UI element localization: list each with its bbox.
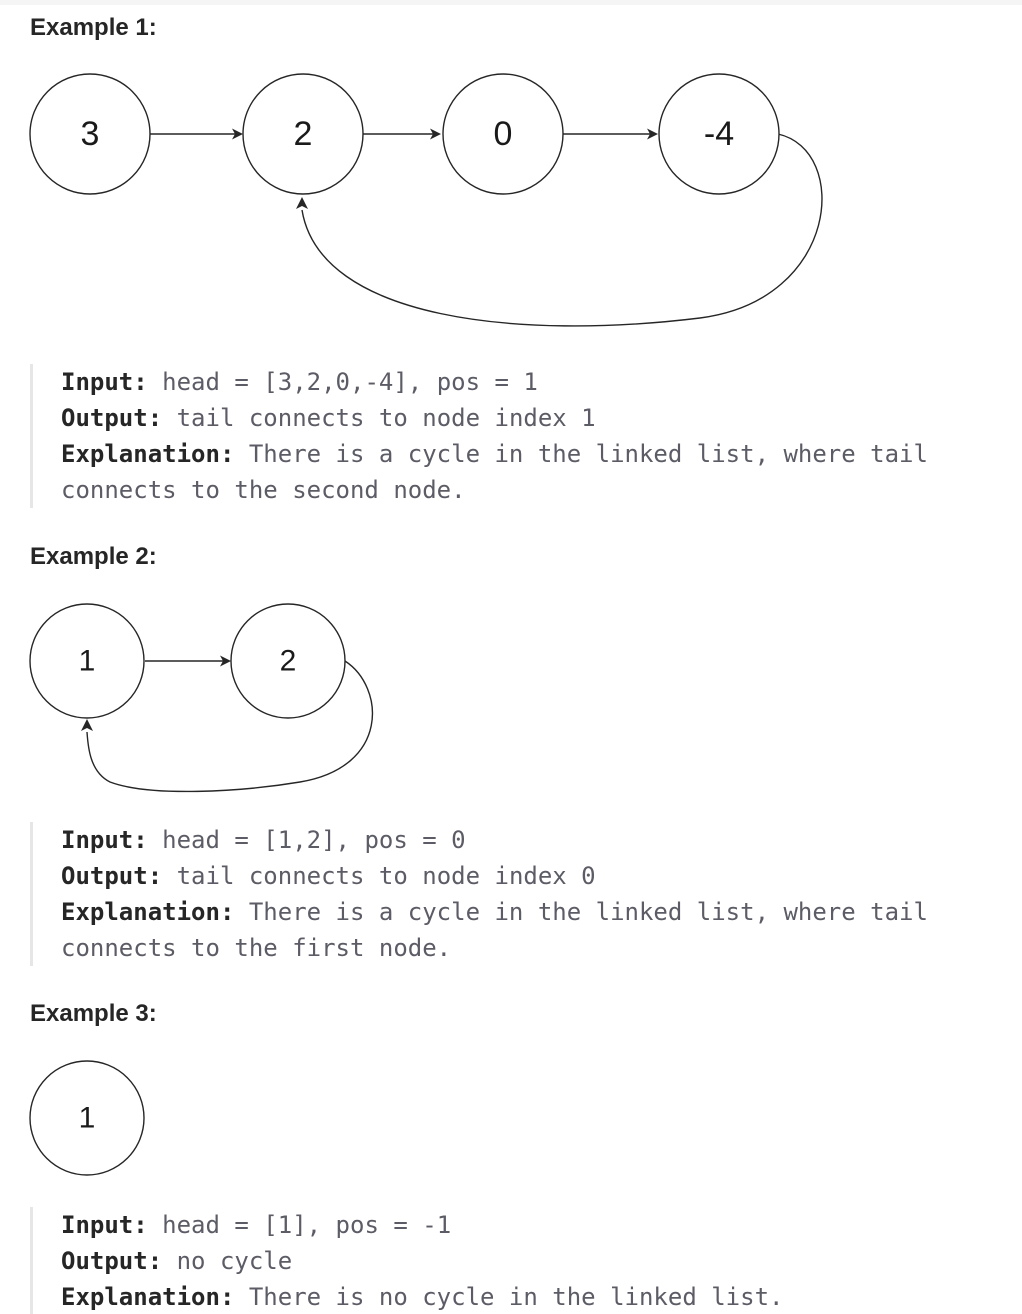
input-value: head = [3,2,0,-4], pos = 1	[147, 368, 538, 396]
input-label: Input:	[61, 368, 148, 396]
node-circle	[29, 603, 145, 719]
input-value: head = [1], pos = -1	[147, 1211, 452, 1239]
list-node: 1	[29, 603, 145, 719]
example-2-heading: Example 2:	[30, 543, 157, 570]
cycle-edge-arrow	[86, 660, 374, 793]
node-value: -4	[704, 115, 734, 153]
explanation-line: Explanation: There is a cycle in the lin…	[61, 894, 1010, 930]
example-3-linked-list-diagram: 1	[29, 1060, 145, 1176]
node-value: 3	[81, 115, 100, 153]
node-circle	[29, 1060, 145, 1176]
output-line: Output: no cycle	[61, 1243, 1010, 1279]
list-node: 3	[29, 73, 151, 195]
example-1-linked-list-diagram: 3 2 0 -4	[29, 73, 823, 327]
node-value: 2	[294, 115, 313, 153]
arrowhead	[430, 128, 441, 140]
node-value: 0	[494, 115, 513, 153]
output-line: Output: tail connects to node index 0	[61, 858, 1010, 894]
explanation-continuation: connects to the second node.	[61, 476, 466, 504]
explanation-text: There is a cycle in the linked list, whe…	[234, 440, 928, 468]
explanation-text: There is a cycle in the linked list, whe…	[234, 898, 928, 926]
node-circle	[658, 73, 780, 195]
explanation-line: Explanation: There is no cycle in the li…	[61, 1279, 1010, 1314]
explanation-label: Explanation:	[61, 898, 235, 926]
output-label: Output:	[61, 1247, 163, 1275]
arrowhead	[220, 655, 231, 667]
list-node: 2	[230, 603, 346, 719]
input-line: Input: head = [1], pos = -1	[61, 1207, 1010, 1243]
node-circle	[29, 73, 151, 195]
list-node: 2	[242, 73, 364, 195]
arrowhead	[232, 128, 243, 140]
input-label: Input:	[61, 826, 148, 854]
output-value: tail connects to node index 1	[162, 404, 596, 432]
node-value: 1	[79, 1102, 96, 1135]
example-3-code-block: Input: head = [1], pos = -1 Output: no c…	[30, 1207, 1010, 1314]
list-node: -4	[658, 73, 780, 195]
input-line: Input: head = [1,2], pos = 0	[61, 822, 1010, 858]
example-1-heading: Example 1:	[30, 14, 157, 41]
example-2-linked-list-diagram: 1 2	[29, 603, 374, 793]
node-value: 2	[280, 645, 297, 678]
top-divider	[0, 0, 1022, 5]
output-label: Output:	[61, 404, 163, 432]
node-circle	[230, 603, 346, 719]
input-line: Input: head = [3,2,0,-4], pos = 1	[61, 364, 1010, 400]
example-2-code-block: Input: head = [1,2], pos = 0 Output: tai…	[30, 822, 1010, 966]
explanation-text: There is no cycle in the linked list.	[234, 1283, 784, 1311]
input-label: Input:	[61, 1211, 148, 1239]
example-1-code-block: Input: head = [3,2,0,-4], pos = 1 Output…	[30, 364, 1010, 508]
cycle-edge-arrow	[301, 133, 823, 327]
explanation-continuation: connects to the first node.	[61, 934, 452, 962]
node-value: 1	[79, 645, 96, 678]
list-node: 1	[29, 1060, 145, 1176]
explanation-label: Explanation:	[61, 440, 235, 468]
output-label: Output:	[61, 862, 163, 890]
node-circle	[242, 73, 364, 195]
node-circle	[442, 73, 564, 195]
explanation-line: Explanation: There is a cycle in the lin…	[61, 436, 1010, 472]
example-3-heading: Example 3:	[30, 1000, 157, 1027]
explanation-label: Explanation:	[61, 1283, 235, 1311]
output-value: tail connects to node index 0	[162, 862, 596, 890]
output-line: Output: tail connects to node index 1	[61, 400, 1010, 436]
input-value: head = [1,2], pos = 0	[147, 826, 466, 854]
arrowhead	[296, 197, 308, 209]
arrowhead	[81, 719, 93, 731]
arrowhead	[647, 128, 658, 140]
list-node: 0	[442, 73, 564, 195]
output-value: no cycle	[162, 1247, 293, 1275]
